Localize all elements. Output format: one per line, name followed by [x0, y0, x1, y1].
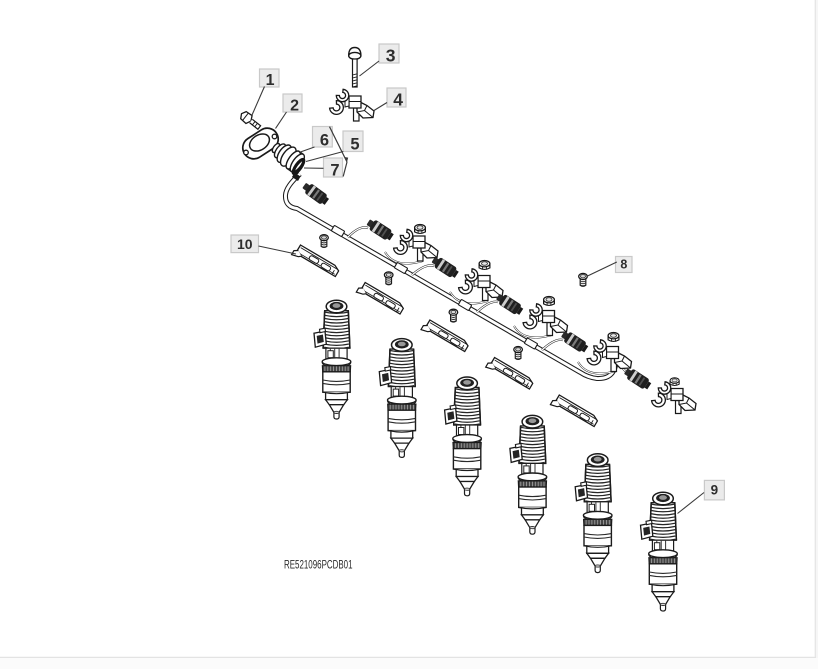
- svg-text:3: 3: [386, 46, 396, 66]
- svg-text:4: 4: [393, 90, 403, 110]
- svg-text:RE521096PCDB01: RE521096PCDB01: [284, 560, 353, 572]
- svg-text:7: 7: [330, 162, 339, 180]
- svg-text:2: 2: [290, 98, 299, 115]
- svg-text:9: 9: [711, 483, 719, 498]
- svg-text:6: 6: [320, 132, 329, 150]
- svg-text:5: 5: [350, 136, 359, 154]
- svg-text:8: 8: [620, 258, 627, 272]
- svg-text:1: 1: [266, 72, 275, 89]
- svg-text:10: 10: [237, 236, 253, 252]
